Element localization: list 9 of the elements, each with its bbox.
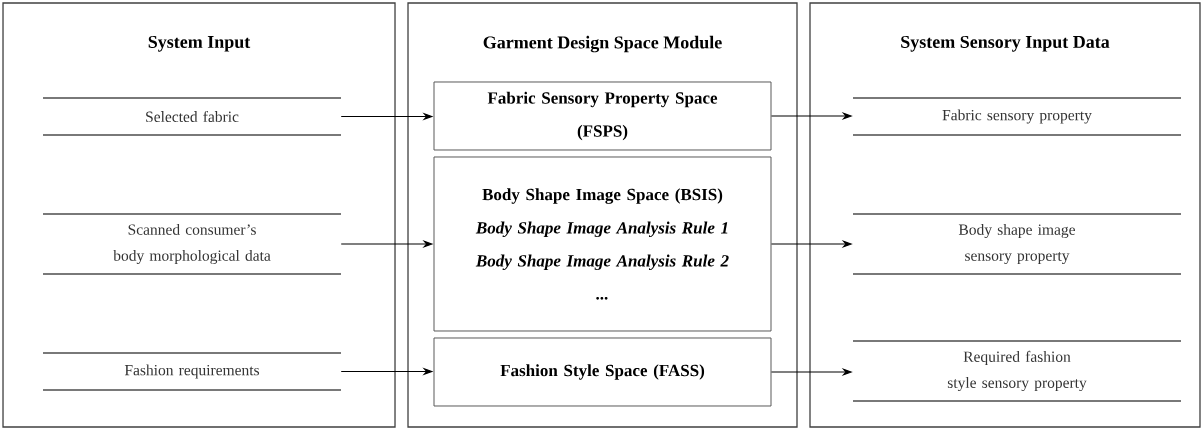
space-box: Fabric Sensory Property Space (FSPS): [433, 81, 772, 151]
space-box: Body Shape Image Space (BSIS) Body Shape Image Analysis Rule 1 Body Shape Image Analysis Rule 2 ...: [433, 156, 772, 332]
data-store: Selected fabric: [42, 97, 342, 136]
space-box: Fashion Style Space (FASS): [433, 337, 772, 407]
data-store: Scanned consumer’s body morphological data: [42, 213, 342, 275]
data-store: Fabric sensory property: [852, 97, 1182, 136]
data-store: Required fashion style sensory property: [852, 340, 1182, 402]
data-store: Fashion requirements: [42, 352, 342, 391]
data-store: Body shape image sensory property: [852, 213, 1182, 275]
